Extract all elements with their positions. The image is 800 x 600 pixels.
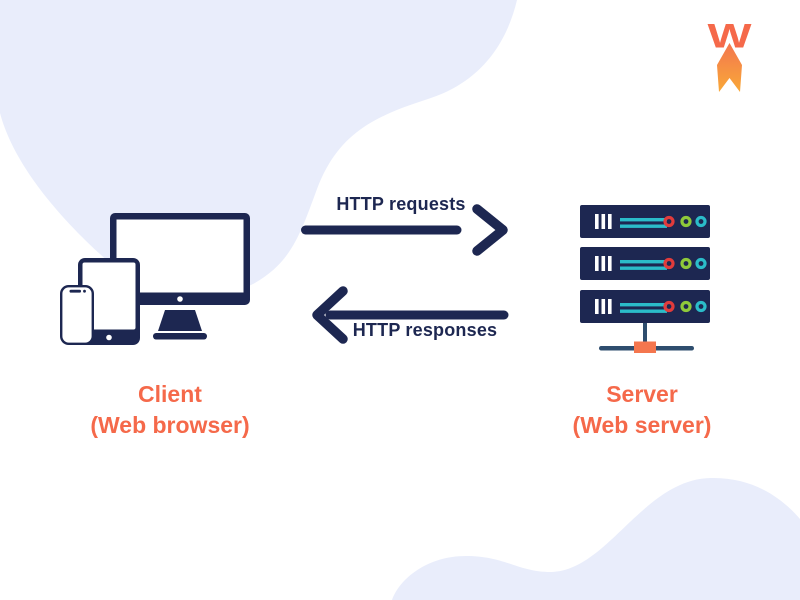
- response-arrow-icon: [312, 286, 509, 344]
- server-illustration: [578, 203, 712, 353]
- desktop-monitor-icon: [110, 213, 250, 340]
- http-requests-label: HTTP requests: [336, 194, 466, 214]
- server-unit-1: [578, 203, 712, 240]
- client-illustration: [59, 213, 250, 345]
- logo-letter: W: [708, 18, 753, 56]
- http-arrows: [301, 204, 509, 344]
- wp-rocket-logo: W: [708, 18, 753, 92]
- smartphone-icon: [59, 284, 95, 345]
- client-title: Client: [138, 381, 202, 407]
- server-title: Server: [606, 381, 678, 407]
- client-subtitle: (Web browser): [90, 412, 250, 438]
- server-unit-3: [578, 288, 712, 325]
- client-caption: Client (Web browser): [70, 379, 270, 441]
- network-connector-icon: [599, 321, 694, 353]
- server-unit-2: [578, 245, 712, 282]
- server-caption: Server (Web server): [542, 379, 742, 441]
- background-blob-bottom-right: [392, 477, 800, 600]
- request-arrow-icon: [301, 204, 508, 256]
- http-responses-label: HTTP responses: [352, 320, 498, 340]
- server-subtitle: (Web server): [572, 412, 712, 438]
- rocket-flame-icon: [717, 43, 742, 92]
